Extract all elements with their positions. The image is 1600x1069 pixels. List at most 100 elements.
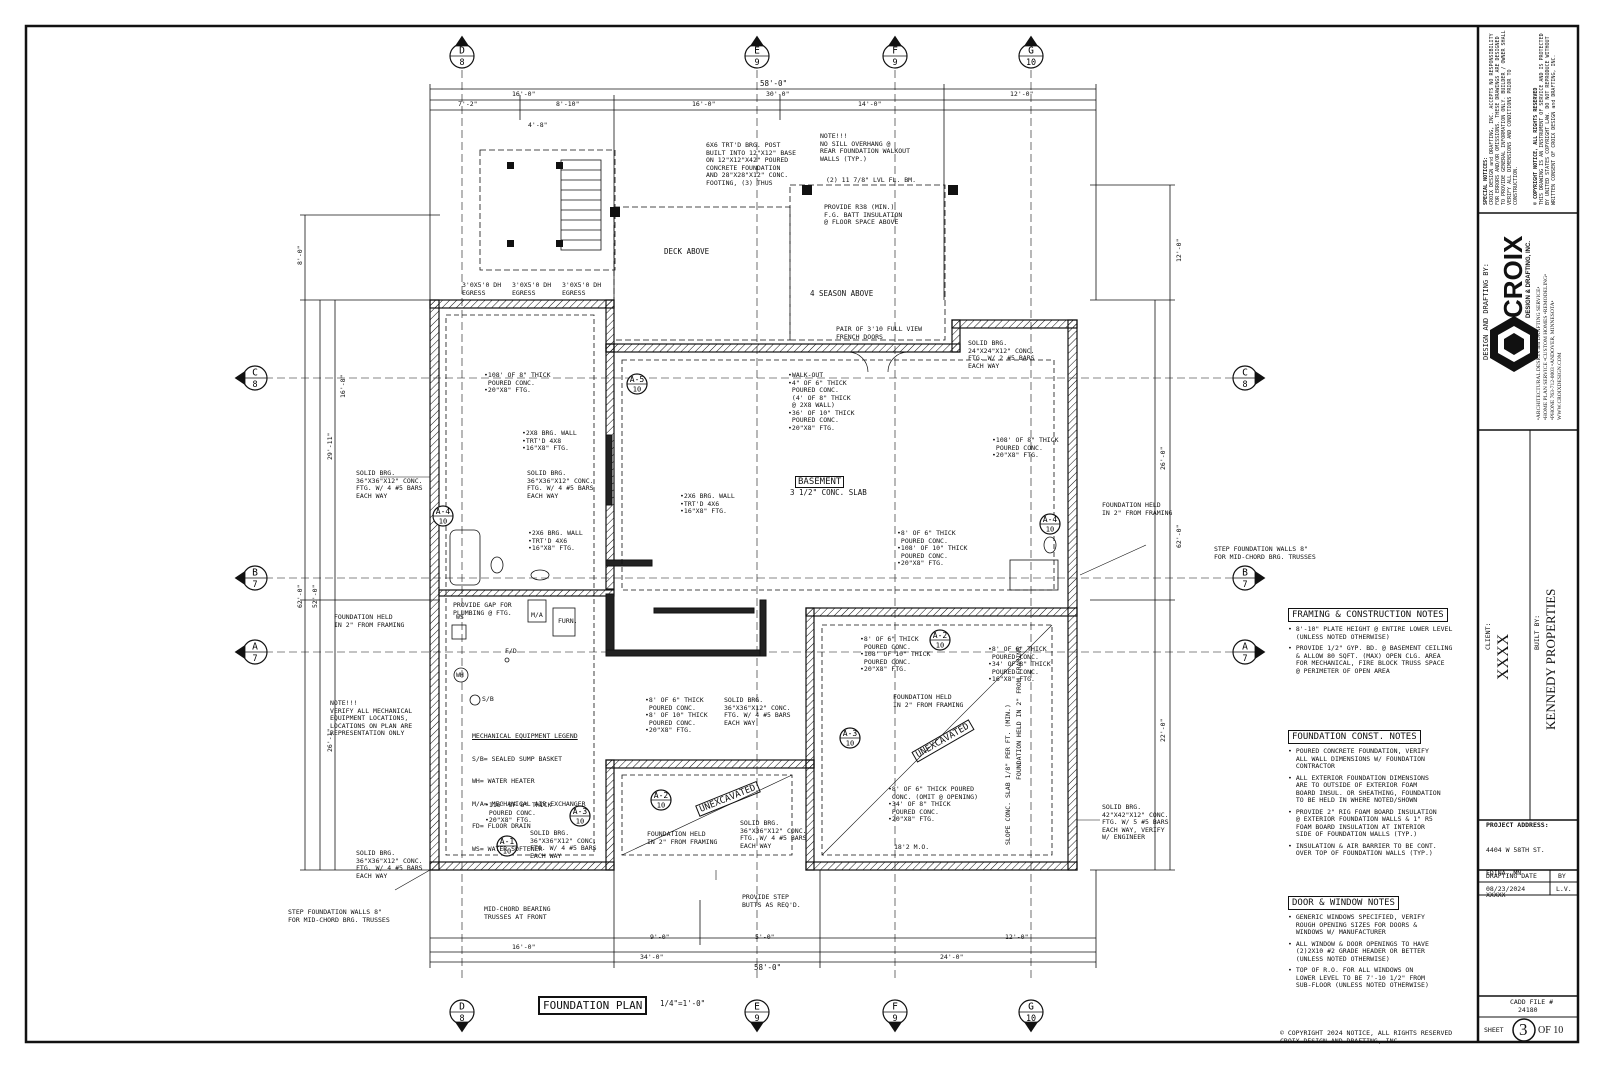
section-marker-a2a-top-label: A-2 [933, 631, 948, 640]
equip-ma: M/A [531, 611, 543, 619]
note-18-mo: 18'2 M.O. [894, 843, 930, 851]
door-notes-title: DOOR & WINDOW NOTES [1288, 896, 1399, 910]
section-marker-a2b: A-210 [650, 789, 672, 811]
grid-bubble-right-a: A7 [1232, 639, 1266, 665]
mech-legend-item: WH= WATER HEATER [472, 777, 535, 785]
bottom-dimension-lines [429, 870, 1097, 968]
note-step-butts: PROVIDE STEP BUTTS AS REQ'D. [742, 893, 801, 909]
leader-lines [380, 476, 1147, 891]
dim-right-a: 62'-0" [1175, 524, 1183, 548]
grid-bubble-top-g-top-label: G [1028, 46, 1034, 57]
room-deck: DECK ABOVE [664, 247, 710, 256]
grid-bubble-bottom-f-top-label: F [892, 1002, 898, 1013]
client-label: CLIENT: [1484, 622, 1492, 650]
section-marker-a2a-bottom-label: 10 [936, 642, 944, 650]
note-8of6-c: •8' OF 6" THICK POURED CONC. •34' OF 8" … [988, 645, 1051, 683]
address-line: 4404 W 58th ST. [1486, 846, 1545, 854]
grid-bubble-top-f-bottom-label: 9 [892, 57, 897, 67]
grid-bubble-top-e-bottom-label: 9 [754, 57, 759, 67]
grid-bubble-top-d-top-label: D [459, 46, 465, 57]
side-dimension-lines [300, 184, 1175, 871]
note-solid-6: SOLID BRG. 36"x36"x12" CONC. FTG. w/ 4 #… [530, 829, 597, 860]
note-2x8-wall: •2x8 BRG. WALL •TRT'D 4x8 •16"x8" FTG. [522, 429, 577, 452]
mech-legend-title: MECHANICAL EQUIPMENT LEGEND [472, 732, 578, 740]
note-foundation-held-vert: FOUNDATION HELD IN 2" FROM FRAMING [1015, 646, 1023, 780]
client-name: XXXX [1495, 633, 1512, 680]
grid-bubble-left-b: B7 [234, 565, 268, 591]
grid-bubble-right-b-bottom-label: 7 [1242, 579, 1247, 589]
note-egress-3: 3'0x5'0 DH EGRESS [562, 281, 602, 297]
dim-left-a: 62'-0" [296, 584, 304, 608]
grid-bubble-right-b: B7 [1232, 565, 1266, 591]
stair [560, 159, 602, 251]
grid-bubble-left-c-bottom-label: 8 [252, 379, 257, 389]
design-by-label: DESIGN and DRAFTING BY: [1482, 263, 1490, 360]
sheet-total: OF 10 [1538, 1025, 1564, 1036]
grid-bubble-bottom-e-bottom-label: 9 [754, 1013, 759, 1023]
note-foundation-held-3: FOUNDATION HELD IN 2" FROM FRAMING [893, 693, 964, 709]
dim-right-d: 12'-0" [1175, 238, 1183, 262]
note-verify-mech: NOTE!!! VERIFY ALL MECHANICAL EQUIPMENT … [330, 699, 413, 737]
grid-bubble-top-g: G10 [1018, 35, 1044, 69]
note-slope-slab: SLOPE CONC. SLAB 1/8" PER FT. (MIN.) [1004, 704, 1012, 845]
note-solid-3: SOLID BRG. 24"x24"x12" CONC. FTG. w/ 2 #… [968, 339, 1035, 370]
dim-bottom-d1: 16'-0" [512, 943, 536, 951]
dim-top-f1: 4'-8" [528, 121, 548, 129]
mech-equipment [451, 599, 576, 706]
door-note-item: • ALL WINDOW & DOOR OPENINGS TO HAVE (2)… [1288, 939, 1429, 963]
note-lvl: (2) 11 7/8" LVL FL. BM. [826, 176, 917, 184]
drafting-date-label: DRAFTING DATE [1486, 872, 1537, 880]
mech-legend-item: S/B= SEALED SUMP BASKET [472, 754, 563, 763]
grid-bubble-bottom-e: E9 [744, 999, 770, 1033]
cadd-label: CADD FILE # [1510, 998, 1554, 1006]
note-solid-7: SOLID BRG. 42"x42"x12" CONC. FTG. w/ 5 #… [1102, 803, 1169, 841]
copyright-notice: © COPYRIGHT NOTICE, ALL RIGHTS RESERVED … [1533, 30, 1557, 205]
note-solid-4: SOLID BRG. 36"x36"x12" CONC. FTG. w/ 4 #… [724, 696, 791, 727]
note-116: •116' OF 8" THICK POURED CONC. •20"x8" F… [485, 801, 552, 824]
dim-right-b: 26'-0" [1159, 446, 1167, 470]
section-marker-a4r-top-label: A-4 [1043, 515, 1058, 524]
dim-top-d3: 12'-0" [1010, 90, 1034, 98]
dim-left-e: 16'-8" [339, 374, 347, 398]
sheet-number: 3 [1519, 1020, 1528, 1039]
croix-logo [1490, 316, 1538, 372]
address-line: EDINA, MN [1486, 868, 1522, 877]
section-marker-a5: A-510 [626, 373, 648, 395]
section-marker-a5-top-label: A-5 [630, 375, 645, 384]
note-foundation-held-4: FOUNDATION HELD IN 2" FROM FRAMING [647, 830, 718, 846]
equip-fd: F/D [505, 647, 517, 655]
section-marker-a4r: A-410 [1039, 513, 1061, 535]
dim-bottom-d3: 24'-0" [940, 953, 964, 961]
section-marker-a5-bottom-label: 10 [633, 386, 641, 394]
drafting-date: 08/23/2024 [1486, 885, 1526, 893]
room-slab: 3 1/2" CONC. SLAB [790, 488, 867, 497]
sheet-label: SHEET [1484, 1026, 1504, 1034]
section-marker-a3l-bottom-label: 10 [576, 818, 584, 826]
note-solid-2: SOLID BRG. 36"x36"x12" CONC. FTG. w/ 4 #… [527, 469, 594, 500]
by-label: BY [1558, 872, 1566, 880]
grid-bubble-right-c-bottom-label: 8 [1242, 379, 1247, 389]
company-sub: DESIGN & DRAFTING, INC. [1526, 240, 1532, 318]
sheet-border [24, 24, 1580, 1044]
grid-bubble-right-c-top-label: C [1242, 368, 1248, 379]
section-marker-a1-bottom-label: 10 [503, 848, 511, 856]
note-egress-2: 3'0x5'0 DH EGRESS [512, 281, 552, 297]
framing-notes-title: FRAMING & CONSTRUCTION NOTES [1288, 608, 1448, 622]
section-marker-a4l-top-label: A-4 [436, 507, 451, 516]
copyright-notice-text: THIS DRAWING IS AN INSTRUMENT OF SERVICE… [1539, 33, 1557, 205]
bath-fixtures [449, 529, 1059, 591]
dim-top-d1: 16'-0" [512, 90, 536, 98]
mech-legend: MECHANICAL EQUIPMENT LEGEND S/B= SEALED … [472, 718, 586, 861]
grid-bubble-bottom-d-bottom-label: 8 [459, 1013, 464, 1023]
note-8of6-d: •8' OF 6" THICK POURED CONC. •108' OF 10… [860, 635, 931, 673]
deck-posts [507, 162, 958, 247]
grid-bubble-left-a: A7 [234, 639, 268, 665]
note-french: PAIR of 3'10 FULL VIEW FRENCH DOORS [836, 325, 923, 341]
dim-bottom-e3: 12'-0" [1005, 933, 1029, 941]
framing-note-item: • 8'-10" PLATE HEIGHT @ ENTIRE LOWER LEV… [1288, 625, 1453, 641]
foundation-notes: FOUNDATION CONST. NOTES • POURED CONCRET… [1288, 726, 1458, 858]
door-note-item: • TOP OF R.O. FOR ALL WINDOWS ON LOWER L… [1288, 966, 1429, 989]
dim-top-e2: 8'-10" [556, 100, 580, 108]
note-walkout: •WALK-OUT •4" OF 6" THICK POURED CONC. (… [788, 371, 855, 432]
